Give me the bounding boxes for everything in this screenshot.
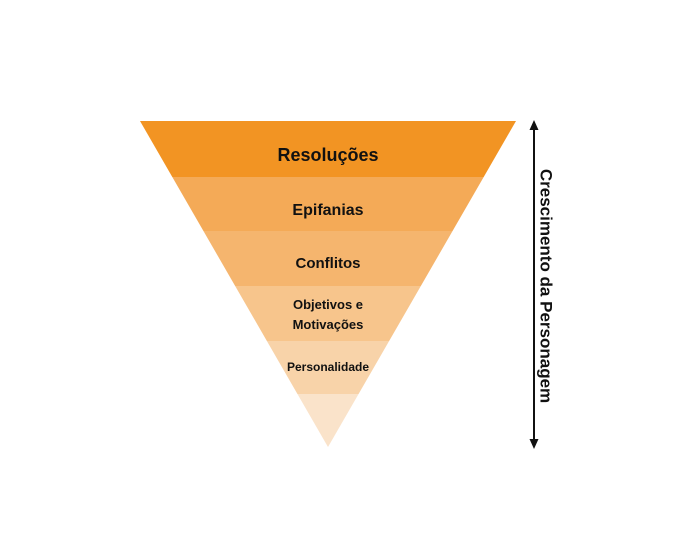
layer-objetivos-motivacoes xyxy=(235,286,421,341)
arrow-down-icon xyxy=(529,439,539,449)
label-motivacoes: Motivações xyxy=(293,317,364,332)
label-conflitos: Conflitos xyxy=(296,255,361,272)
axis-label: Crescimento da Personagem xyxy=(537,169,556,403)
layer-personalidade xyxy=(266,341,390,394)
label-objetivos: Objetivos e xyxy=(293,297,363,312)
layer-resolucoes xyxy=(140,121,516,177)
label-resolucoes: Resoluções xyxy=(277,145,378,165)
layer-epifanias xyxy=(172,177,484,231)
label-personalidade: Personalidade xyxy=(287,360,369,374)
growth-axis xyxy=(529,120,539,449)
layer-base-tip xyxy=(297,394,359,447)
layer-conflitos xyxy=(203,231,453,286)
arrow-up-icon xyxy=(529,120,539,130)
label-epifanias: Epifanias xyxy=(292,202,363,219)
